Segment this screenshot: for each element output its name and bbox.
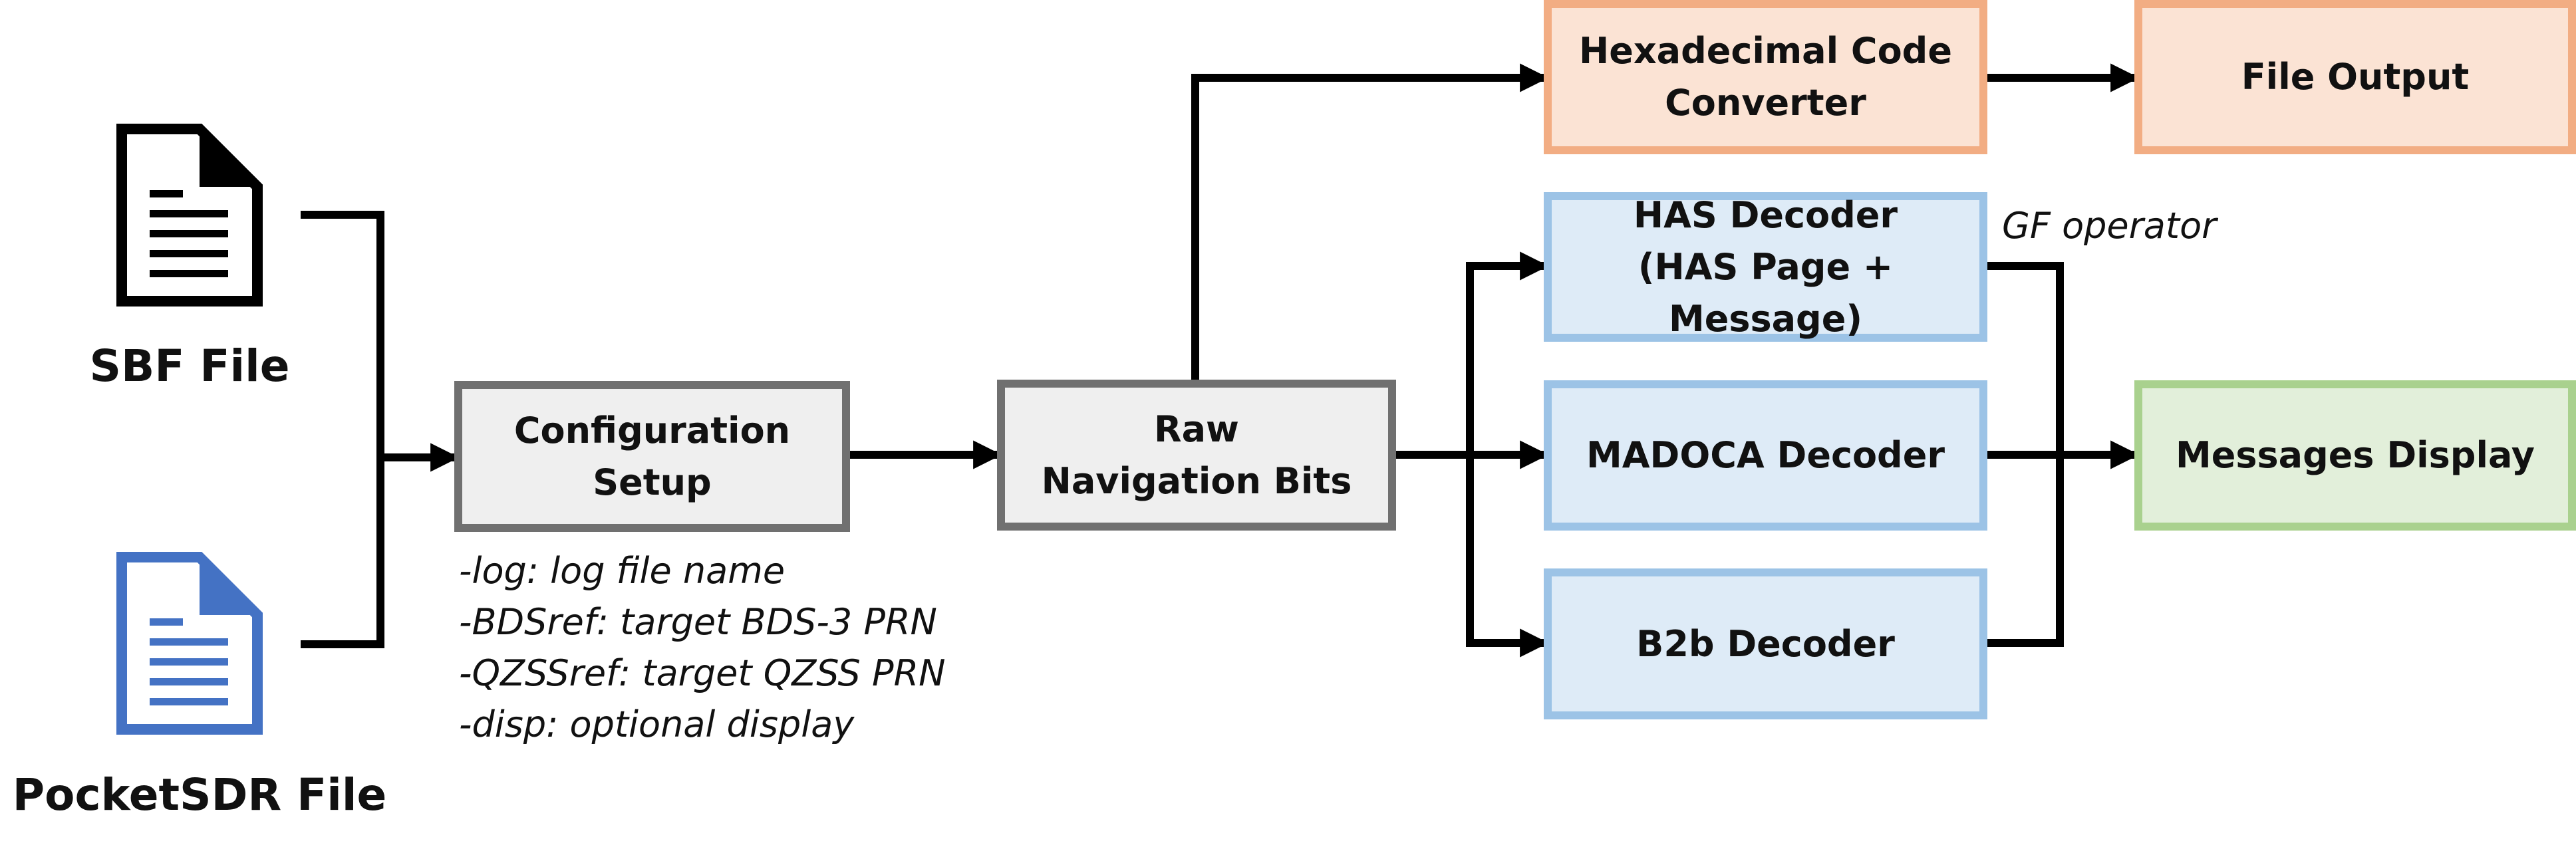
option-bdsref: -BDSref: target BDS-3 PRN [459,601,937,643]
edge-has-to-merge [1983,262,2064,455]
hex-converter-line2: Converter [1665,82,1866,124]
has-decoder-box: HAS Decoder (HAS Page + Message) [1544,192,1987,342]
pocketsdr-file-label: PocketSDR File [12,769,387,820]
messages-display-box: Messages Display [2134,380,2576,531]
b2b-decoder-box: B2b Decoder [1544,568,1987,719]
madoca-decoder-label: MADOCA Decoder [1586,434,1945,476]
configuration-setup-line2: Setup [593,461,712,503]
file-output-label: File Output [2241,56,2470,98]
edge-raw-to-hex [1191,63,1549,384]
madoca-decoder-box: MADOCA Decoder [1544,380,1987,531]
has-decoder-line1: HAS Decoder [1633,193,1898,236]
edge-split-to-has [1466,251,1549,455]
raw-navigation-bits-box: Raw Navigation Bits [997,380,1396,531]
edge-sbf-to-config [301,211,384,457]
edge-split-to-b2b [1466,455,1549,658]
sbf-document-icon [116,124,263,307]
configuration-setup-line1: Configuration [513,409,791,451]
edge-pocketsdr-to-config [301,457,384,648]
raw-navigation-bits-line2: Navigation Bits [1041,459,1352,502]
edge-b2b-to-merge [1983,455,2064,647]
option-qzssref: -QZSSref: target QZSS PRN [459,652,946,694]
sbf-file-label: SBF File [89,340,290,392]
hex-converter-line1: Hexadecimal Code [1579,30,1952,72]
hex-converter-box: Hexadecimal Code Converter [1544,0,1987,154]
configuration-options-list: -log: log file name -BDSref: target BDS-… [459,545,945,750]
raw-navigation-bits-line1: Raw [1154,408,1239,450]
messages-display-label: Messages Display [2176,434,2535,476]
gf-operator-label: GF operator [2002,205,2217,247]
has-decoder-line2: (HAS Page + Message) [1638,245,1894,340]
option-log: -log: log file name [459,550,786,592]
file-output-box: File Output [2134,0,2576,154]
option-disp: -disp: optional display [459,703,855,745]
pocketsdr-document-icon [116,552,263,735]
configuration-setup-box: Configuration Setup [454,381,850,532]
b2b-decoder-label: B2b Decoder [1636,622,1895,665]
